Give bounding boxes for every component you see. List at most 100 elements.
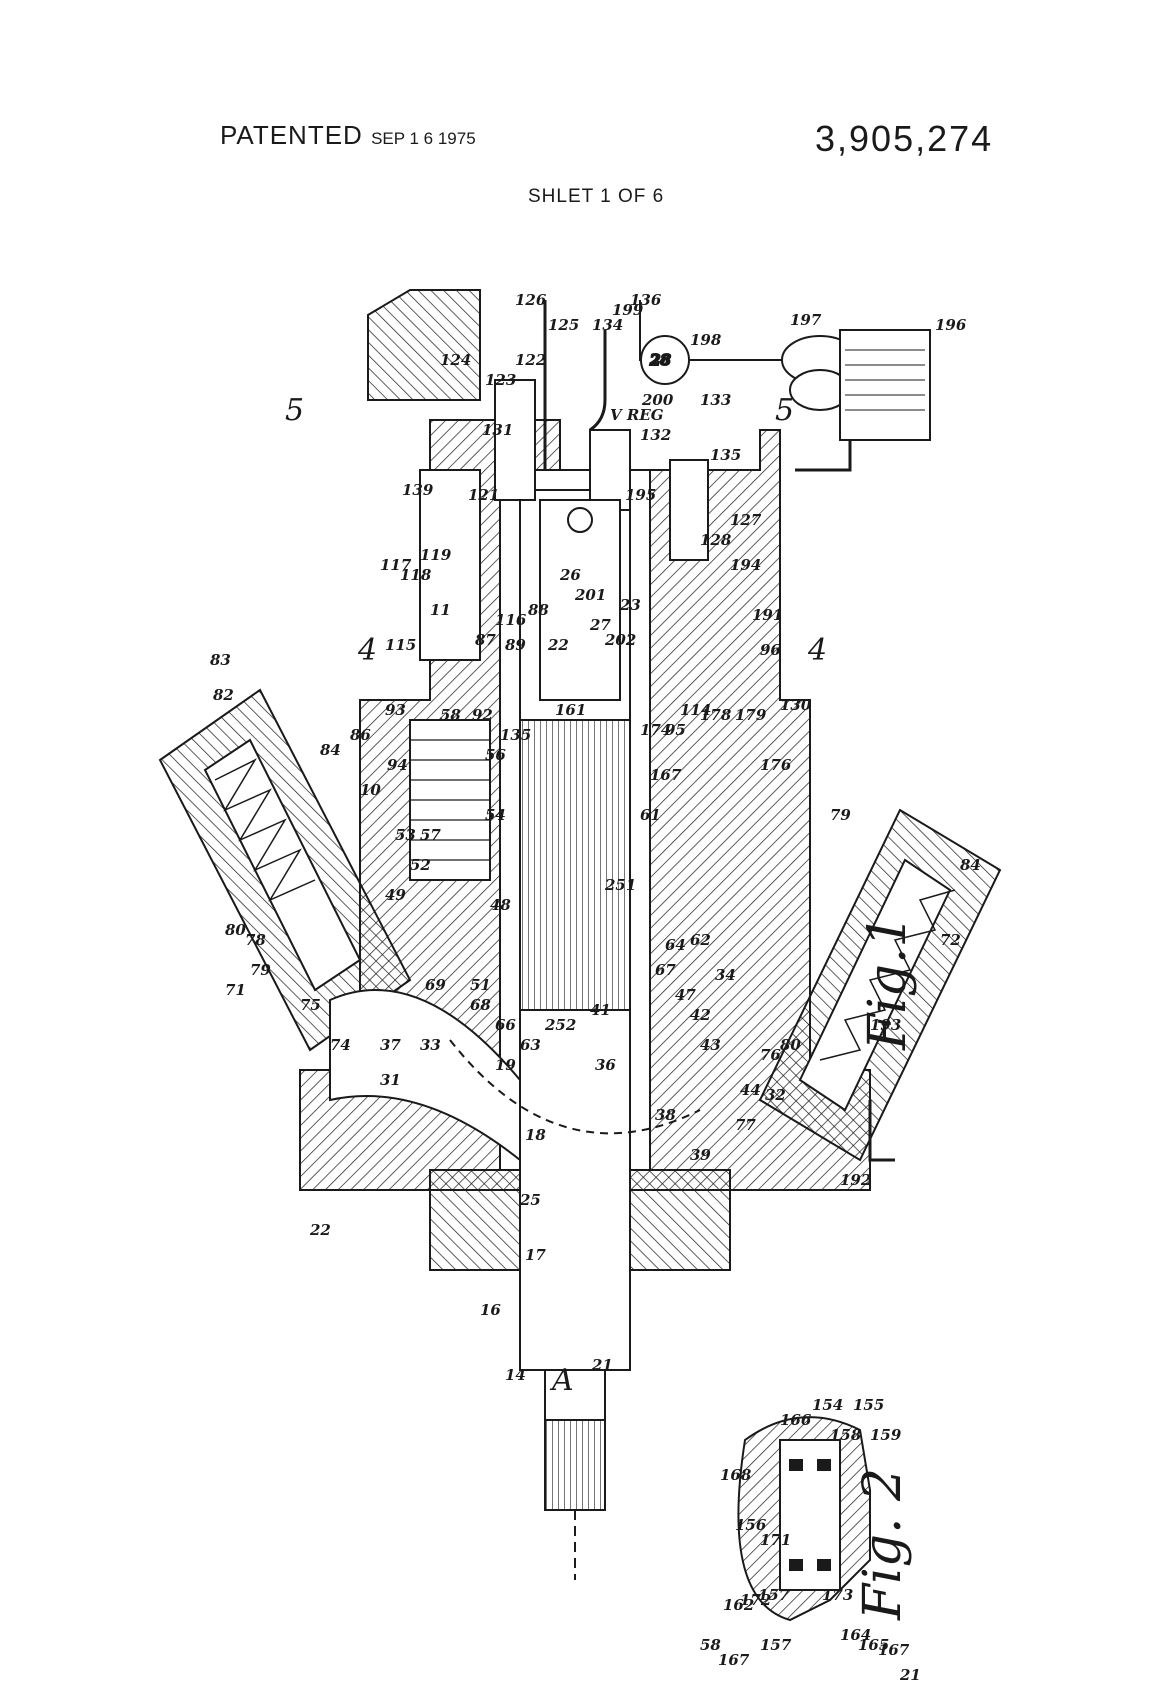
ref-43: 43 (700, 1036, 721, 1054)
ref-124: 124 (440, 351, 471, 369)
section-5-top: 5 (285, 393, 304, 428)
ref-75: 75 (300, 996, 321, 1014)
ref-69: 69 (425, 976, 446, 994)
ref-196: 196 (935, 316, 967, 334)
ref-16: 16 (480, 1301, 501, 1319)
ref-21: 21 (591, 1356, 613, 1374)
ref-14: 14 (505, 1366, 526, 1384)
ref-44: 44 (740, 1081, 761, 1099)
ref-77: 77 (735, 1116, 756, 1134)
ref-66: 66 (495, 1016, 516, 1034)
ref-67: 67 (655, 961, 676, 979)
fig2-caption: Fig. 2 (853, 1468, 913, 1621)
ref2-157: 157 (758, 1586, 790, 1604)
ref-18: 18 (525, 1126, 546, 1144)
ref-161: 161 (555, 701, 586, 719)
ref-201: 26 (559, 566, 581, 584)
ref2-167a: 167 (718, 1651, 750, 1669)
ref-251: 251 (604, 876, 636, 894)
ref2-21: 21 (899, 1666, 921, 1684)
fig2-seal-4 (818, 1560, 830, 1570)
ref-87: 116 (495, 611, 527, 629)
fig2-seal-3 (790, 1560, 802, 1570)
ref2-173: 173 (822, 1586, 853, 1604)
bolt-122 (495, 380, 535, 500)
ref-17: 17 (525, 1246, 546, 1264)
ref-179: 179 (735, 706, 767, 724)
ref-78-left: 78 (245, 931, 266, 949)
ref-64: 64 (665, 936, 686, 954)
ref-93: 115 (385, 636, 416, 654)
ref-197: 197 (790, 311, 822, 329)
ref-139: 121 (468, 486, 499, 504)
ref2-168: 168 (720, 1466, 752, 1484)
section-5-bottom: 5 (775, 393, 794, 428)
ref-34: 34 (715, 966, 736, 984)
ref2-158: 158 (830, 1426, 862, 1444)
shaft-splines (520, 720, 630, 1010)
arrow-a-label: A (549, 1363, 574, 1398)
ref-84-top: 84 (320, 741, 341, 759)
ref-126: 126 (515, 291, 547, 309)
ref-136: 136 (630, 291, 662, 309)
ref2-159: 159 (870, 1426, 902, 1444)
ref-19: 19 (495, 1056, 516, 1074)
ref-33: 33 (420, 1036, 441, 1054)
ref-41: 41 (590, 1001, 611, 1019)
section-4-left: 4 (357, 633, 377, 668)
ref-63: 63 (520, 1036, 541, 1054)
ref-51: 51 (470, 976, 491, 994)
ref-79-right: 79 (830, 806, 851, 824)
ref-194: 194 (730, 556, 761, 574)
ref-72: 72 (940, 931, 961, 949)
ref-49: 49 (385, 886, 406, 904)
ref-176: 176 (760, 756, 792, 774)
ref-118: 119 (420, 546, 452, 564)
ref-52: 52 (410, 856, 431, 874)
ref-83-top: 83 (210, 651, 231, 669)
ref-56: 56 (485, 746, 506, 764)
ref-191: 191 (752, 606, 783, 624)
ref-174: 174 (640, 721, 671, 739)
ref-68: 68 (470, 996, 491, 1014)
ref-122: 122 (515, 351, 546, 369)
ref2-167b: 167 (878, 1641, 910, 1659)
ref-61: 61 (640, 806, 661, 824)
ref-71: 71 (225, 981, 246, 999)
ref-79-left: 79 (250, 961, 271, 979)
ref-48: 48 (490, 896, 511, 914)
ref-128: 128 (700, 531, 732, 549)
ref-47: 47 (675, 986, 696, 1004)
check-ball (568, 508, 592, 532)
shaft-end-splines (545, 1420, 605, 1510)
ref-39: 39 (690, 1146, 711, 1164)
ref-42: 42 (690, 1006, 711, 1024)
reservoir-196 (840, 330, 930, 440)
ref-22-lower: 22 (309, 1221, 331, 1239)
ref-94: 86 (350, 726, 371, 744)
ref-37: 37 (380, 1036, 401, 1054)
fig2-seal-2 (818, 1460, 830, 1470)
tube-193 (795, 440, 850, 470)
ref-135b: 135 (500, 726, 531, 744)
ref-54: 54 (485, 806, 506, 824)
ref-192: 192 (840, 1171, 871, 1189)
ref-10: 94 (387, 756, 408, 774)
ref-84-right: 84 (960, 856, 981, 874)
ref-114: 114 (680, 701, 711, 719)
ref-202: 201 (574, 586, 606, 604)
ref-116: 92 (472, 706, 493, 724)
ref-195: 195 (625, 486, 656, 504)
ref-135: 133 (700, 391, 731, 409)
ref-125: 125 (548, 316, 579, 334)
ref-88: 89 (505, 636, 526, 654)
section-4-right: 4 (807, 633, 827, 668)
ref-132: V REG (610, 406, 664, 424)
ref-198: 198 (690, 331, 722, 349)
ref-130: 130 (780, 696, 812, 714)
ref2-157b: 157 (760, 1636, 792, 1654)
ref-27: 88 (528, 601, 549, 619)
ref-58: 10 (360, 781, 381, 799)
end-cap (368, 290, 480, 400)
